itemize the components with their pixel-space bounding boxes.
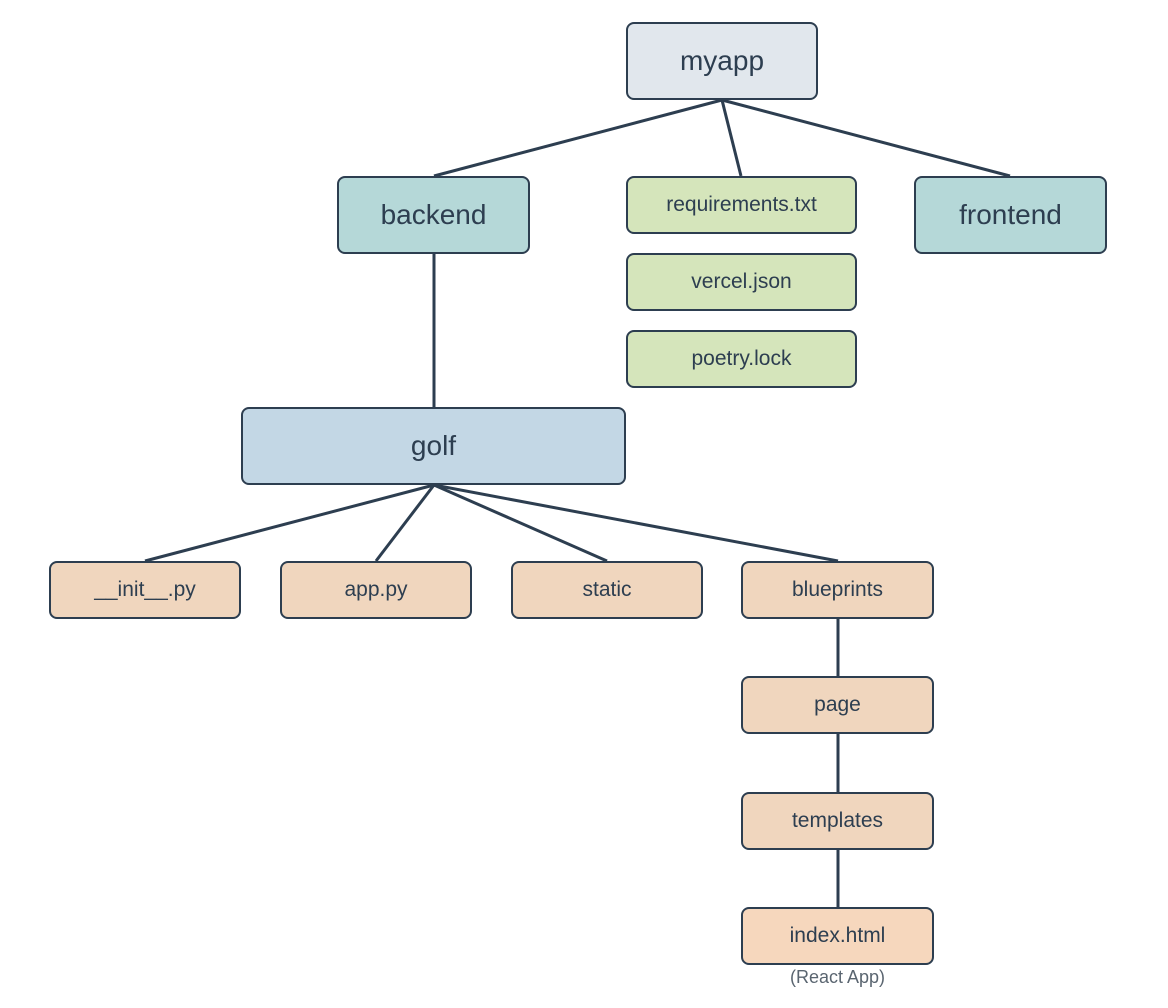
edge-golf-static	[433, 483, 608, 563]
node-backend-label: backend	[380, 199, 487, 230]
node-app-py: app.py	[280, 561, 472, 619]
node-requirements-txt-label: requirements.txt	[666, 193, 817, 216]
node-page: page	[741, 676, 934, 734]
node-blueprints-label: blueprints	[791, 578, 884, 601]
node-frontend: frontend	[914, 176, 1107, 254]
node-poetry-lock-label: poetry.lock	[691, 347, 792, 370]
node-poetry-lock: poetry.lock	[626, 330, 857, 388]
node-vercel-json: vercel.json	[626, 253, 857, 311]
edge-myapp-backend	[433, 98, 723, 178]
node-static: static	[511, 561, 703, 619]
node-index-html-label: index.html	[789, 924, 886, 947]
node-blueprints: blueprints	[741, 561, 934, 619]
node-golf-label: golf	[410, 430, 457, 461]
edge-myapp-requirements	[720, 99, 743, 177]
node-index-html: index.html	[741, 907, 934, 965]
edge-golf-init	[144, 483, 435, 563]
node-init-py-label: __init__.py	[94, 578, 196, 601]
node-app-py-label: app.py	[344, 578, 408, 601]
node-templates: templates	[741, 792, 934, 850]
node-golf: golf	[241, 407, 626, 485]
node-init-py: __init__.py	[49, 561, 241, 619]
edge-golf-app	[374, 484, 436, 562]
node-myapp-label: myapp	[679, 45, 765, 76]
react-app-caption: (React App)	[789, 967, 886, 987]
node-page-label: page	[814, 693, 861, 716]
node-backend: backend	[337, 176, 530, 254]
node-myapp: myapp	[626, 22, 818, 100]
node-templates-label: templates	[791, 809, 884, 832]
node-requirements-txt: requirements.txt	[626, 176, 857, 234]
node-frontend-label: frontend	[959, 199, 1062, 230]
node-static-label: static	[582, 578, 632, 601]
node-vercel-json-label: vercel.json	[691, 270, 792, 293]
edge-golf-blueprints	[433, 483, 839, 563]
edge-myapp-frontend	[721, 98, 1011, 178]
